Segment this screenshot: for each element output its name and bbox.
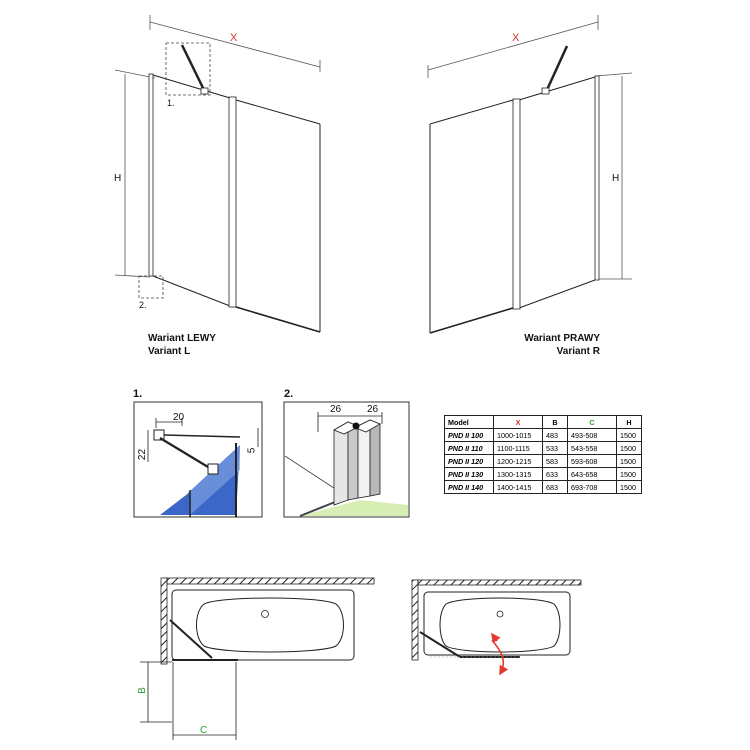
table-row: PND II 130 1300-1315 633 643-658 1500: [444, 467, 642, 481]
cell-x: 1400-1415: [493, 480, 543, 494]
cell-x: 1000-1015: [493, 428, 543, 442]
variant-right-line1: Wariant PRAWY: [524, 333, 600, 344]
cell-x: 1200-1215: [493, 454, 543, 468]
cell-x: 1100-1115: [493, 441, 543, 455]
cell-b: 683: [542, 480, 568, 494]
table-row: PND II 120 1200-1215 583 593-608 1500: [444, 454, 642, 468]
cell-model: PND II 100: [444, 428, 494, 442]
drain-icon: [261, 610, 269, 618]
floor-surface: [300, 500, 408, 516]
plan-view-right: [411, 579, 582, 676]
cell-model: PND II 130: [444, 467, 494, 481]
stabilizer-bar-detail: [159, 437, 214, 471]
glass-panel-swing: [160, 492, 190, 515]
detail-ref-1: 1.: [167, 98, 175, 108]
bathtub-basin: [196, 597, 344, 653]
cell-b: 583: [542, 454, 568, 468]
hinge-post-left: [228, 96, 237, 308]
cell-h: 1500: [616, 428, 642, 442]
detail-1-callout: [165, 42, 211, 96]
variant-right-label: Wariant PRAWY Variant R: [508, 332, 600, 358]
dim-x-line-right: [427, 21, 599, 71]
col-h: H: [616, 415, 642, 429]
fixed-panel-plan: [169, 619, 213, 659]
dim-c-label: C: [200, 725, 208, 736]
plan-view-left: [140, 577, 375, 740]
variant-right-line2: Variant R: [556, 346, 600, 357]
detail-2-drawing: [283, 401, 410, 518]
col-x: X: [493, 415, 543, 429]
dim-x-label-left: X: [230, 32, 238, 44]
wall-hatch-side: [160, 577, 168, 665]
cell-h: 1500: [616, 467, 642, 481]
detail-1-drawing: [133, 401, 263, 518]
cell-h: 1500: [616, 441, 642, 455]
wall-profile-left: [148, 73, 154, 277]
detail-2-callout: [138, 275, 164, 299]
variant-left-label: Wariant LEWY Variant L: [148, 332, 216, 358]
detail-ref-2: 2.: [139, 300, 147, 310]
wall-hatch-top: [166, 577, 375, 585]
col-b: B: [542, 415, 568, 429]
wall-profile-right: [594, 75, 600, 281]
table-row: PND II 100 1000-1015 483 493-508 1500: [444, 428, 642, 442]
dim-5: 5: [246, 447, 258, 454]
dim-x-line-left: [149, 21, 321, 68]
cell-c: 643-658: [567, 467, 617, 481]
cell-model: PND II 140: [444, 480, 494, 494]
variant-left-line1: Wariant LEWY: [148, 333, 216, 344]
dim-x-label-right: X: [512, 32, 520, 44]
cell-c: 493-508: [567, 428, 617, 442]
variant-left-drawing: [114, 15, 321, 333]
spec-table-header: Model X B C H: [444, 415, 642, 429]
cell-x: 1300-1315: [493, 467, 543, 481]
stabilizer-bar-left: [180, 44, 207, 93]
table-row: PND II 110 1100-1115 533 543-558 1500: [444, 441, 642, 455]
col-c: C: [567, 415, 617, 429]
cell-c: 593-608: [567, 454, 617, 468]
cell-b: 633: [542, 467, 568, 481]
col-model: Model: [444, 415, 494, 429]
dim-h-label-right: H: [612, 173, 620, 184]
cell-h: 1500: [616, 454, 642, 468]
variant-left-line2: Variant L: [148, 346, 191, 357]
hinge-post-right: [512, 98, 521, 310]
dim-20: 20: [173, 412, 185, 423]
dim-h-label-left: H: [114, 173, 122, 184]
dim-26a: 26: [330, 404, 342, 415]
dim-26b: 26: [367, 404, 379, 415]
cell-c: 693-708: [567, 480, 617, 494]
detail-2-number: 2.: [284, 388, 294, 400]
detail-1-number: 1.: [133, 388, 143, 400]
cell-model: PND II 110: [444, 441, 494, 455]
wall-profile-detail: [333, 421, 349, 506]
variant-right-drawing: [427, 15, 633, 334]
cell-model: PND II 120: [444, 454, 494, 468]
table-row: PND II 140 1400-1415 683 693-708 1500: [444, 480, 642, 494]
cell-b: 483: [542, 428, 568, 442]
cell-c: 543-558: [567, 441, 617, 455]
cell-h: 1500: [616, 480, 642, 494]
dim-b-label: B: [136, 687, 148, 694]
dim-22: 22: [137, 448, 149, 461]
spec-table: Model X B C H PND II 100 1000-1015 483 4…: [444, 415, 642, 494]
cell-b: 533: [542, 441, 568, 455]
stabilizer-bar-right: [544, 45, 569, 93]
